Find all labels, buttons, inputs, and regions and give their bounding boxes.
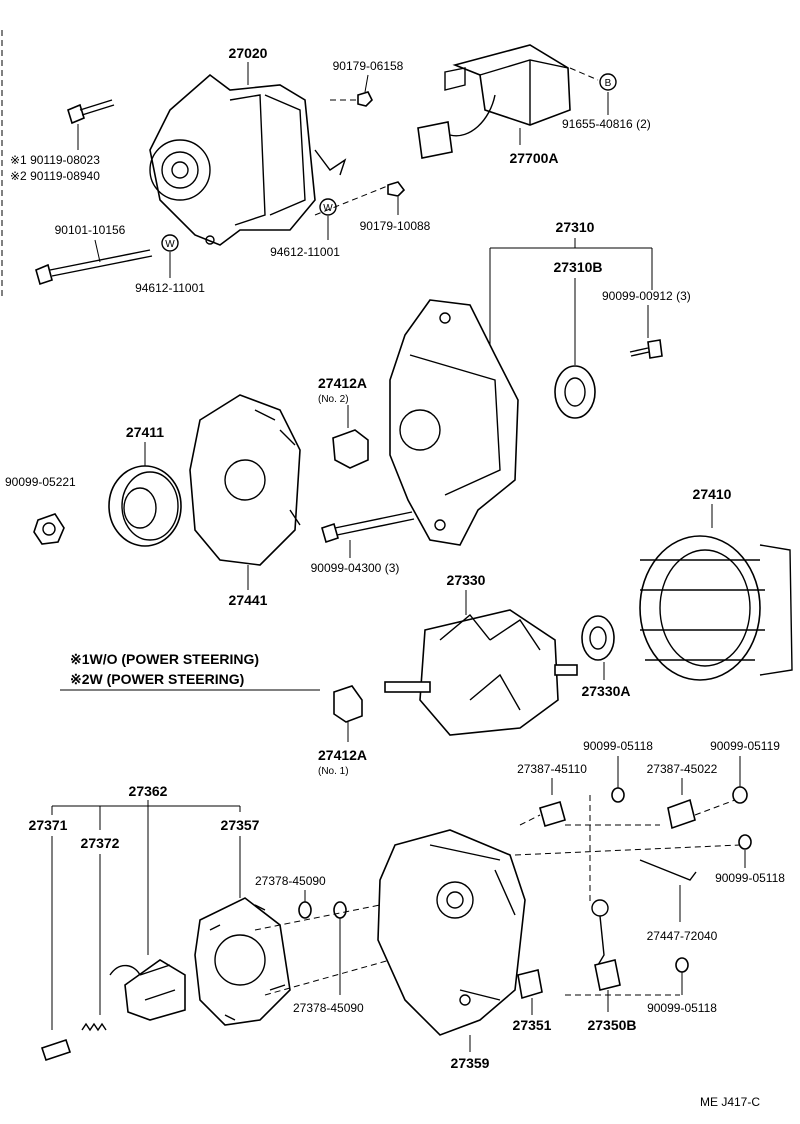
part-label-90119-08940: ※2 90119-08940 — [10, 169, 100, 183]
part-label-90099-05221: 90099-05221 — [5, 475, 76, 489]
nut-icon — [387, 181, 406, 197]
spacer-no1 — [333, 685, 363, 723]
part-label-27371: 27371 — [29, 817, 68, 833]
rectifier-holder-27357 — [194, 897, 291, 1026]
part-label-27412A-top-no: (No. 2) — [318, 394, 349, 405]
part-label-91655: 91655-40816 (2) — [562, 117, 651, 131]
part-label-27372: 27372 — [81, 835, 120, 851]
part-label-94612-a: 94612-11001 — [135, 281, 205, 295]
brush-27371 — [40, 1038, 72, 1062]
insulator-icon — [333, 901, 347, 919]
part-label-27412A-top: 27412A — [318, 375, 367, 391]
part-label-27412A-bot: 27412A — [318, 747, 367, 763]
diagram-code: ME J417-C — [700, 1095, 760, 1109]
alternator-assembly — [149, 73, 347, 246]
part-label-27387-45022: 27387-45022 — [647, 762, 718, 776]
part-label-90101: 90101-10156 — [55, 223, 126, 237]
part-label-27330A: 27330A — [581, 683, 630, 699]
plate-27447 — [639, 859, 697, 881]
part-label-27410: 27410 — [693, 486, 732, 502]
note-2: ※2W (POWER STEERING) — [70, 671, 244, 687]
part-label-90179-06158: 90179-06158 — [333, 59, 404, 73]
insulator-icon — [539, 800, 566, 828]
bearing-27330A — [581, 615, 615, 661]
part-label-27387-45110: 27387-45110 — [517, 762, 587, 776]
regulator — [417, 44, 571, 159]
nut-icon — [611, 787, 625, 803]
part-label-27412A-bot-no: (No. 1) — [318, 766, 349, 777]
part-label-27700A: 27700A — [509, 150, 558, 166]
pulley-27411 — [108, 465, 182, 547]
marker-b-text: B — [605, 78, 612, 89]
nut-icon — [732, 786, 748, 804]
bolt-90119 — [67, 99, 115, 125]
part-label-90179-10088: 90179-10088 — [360, 219, 431, 233]
stator-27410 — [639, 535, 793, 681]
bolt-90099-04300 — [321, 511, 415, 544]
part-label-90099-00912: 90099-00912 (3) — [602, 289, 691, 303]
part-label-27441: 27441 — [229, 592, 268, 608]
collar-27351 — [517, 969, 543, 1000]
marker-b — [599, 73, 617, 91]
part-label-90099-05118-c: 90099-05118 — [647, 1001, 717, 1015]
spring-27372 — [81, 1022, 107, 1032]
screw-90099-00912 — [629, 339, 663, 359]
part-label-27310: 27310 — [556, 219, 595, 235]
part-label-90099-05119: 90099-05119 — [710, 739, 780, 753]
bolt-90101 — [35, 249, 153, 286]
nut-icon — [675, 957, 689, 973]
terminal-27350B — [591, 899, 621, 991]
drive-end-frame — [389, 299, 519, 546]
nut-icon — [33, 513, 65, 545]
part-label-27310B: 27310B — [553, 259, 602, 275]
rear-frame-27359 — [377, 829, 526, 1036]
part-label-90119-08023: ※1 90119-08023 — [10, 153, 100, 167]
part-label-27351: 27351 — [513, 1017, 552, 1033]
bearing-27310B — [554, 365, 596, 419]
part-label-90099-05118-a: 90099-05118 — [583, 739, 653, 753]
nut-icon — [738, 834, 752, 850]
part-label-27350B: 27350B — [587, 1017, 636, 1033]
part-label-27411: 27411 — [126, 424, 164, 440]
part-label-27447: 27447-72040 — [647, 929, 718, 943]
part-label-90099-05118-b: 90099-05118 — [715, 871, 785, 885]
note-1: ※1W/O (POWER STEERING) — [70, 651, 259, 667]
part-label-90099-04300: 90099-04300 (3) — [311, 561, 400, 575]
part-label-27359: 27359 — [451, 1055, 490, 1071]
part-label-94612-b: 94612-11001 — [270, 245, 340, 259]
part-label-27020: 27020 — [229, 45, 268, 61]
part-label-27330: 27330 — [447, 572, 486, 588]
marker-w1-text: W — [165, 239, 175, 250]
part-label-27378-a: 27378-45090 — [255, 874, 326, 888]
washer-marker-w1 — [161, 234, 179, 252]
insulator-icon — [298, 901, 312, 919]
nut-icon — [357, 91, 373, 107]
part-label-27378-b: 27378-45090 — [293, 1001, 364, 1015]
spacer-no2 — [332, 429, 369, 469]
brush-holder-27362 — [109, 959, 186, 1021]
part-label-27362: 27362 — [129, 783, 168, 799]
insulator-icon — [667, 798, 696, 830]
fan-27441 — [189, 394, 301, 566]
rotor-27330 — [384, 609, 578, 736]
part-label-27357: 27357 — [221, 817, 260, 833]
marker-w2-text: W — [323, 203, 333, 214]
